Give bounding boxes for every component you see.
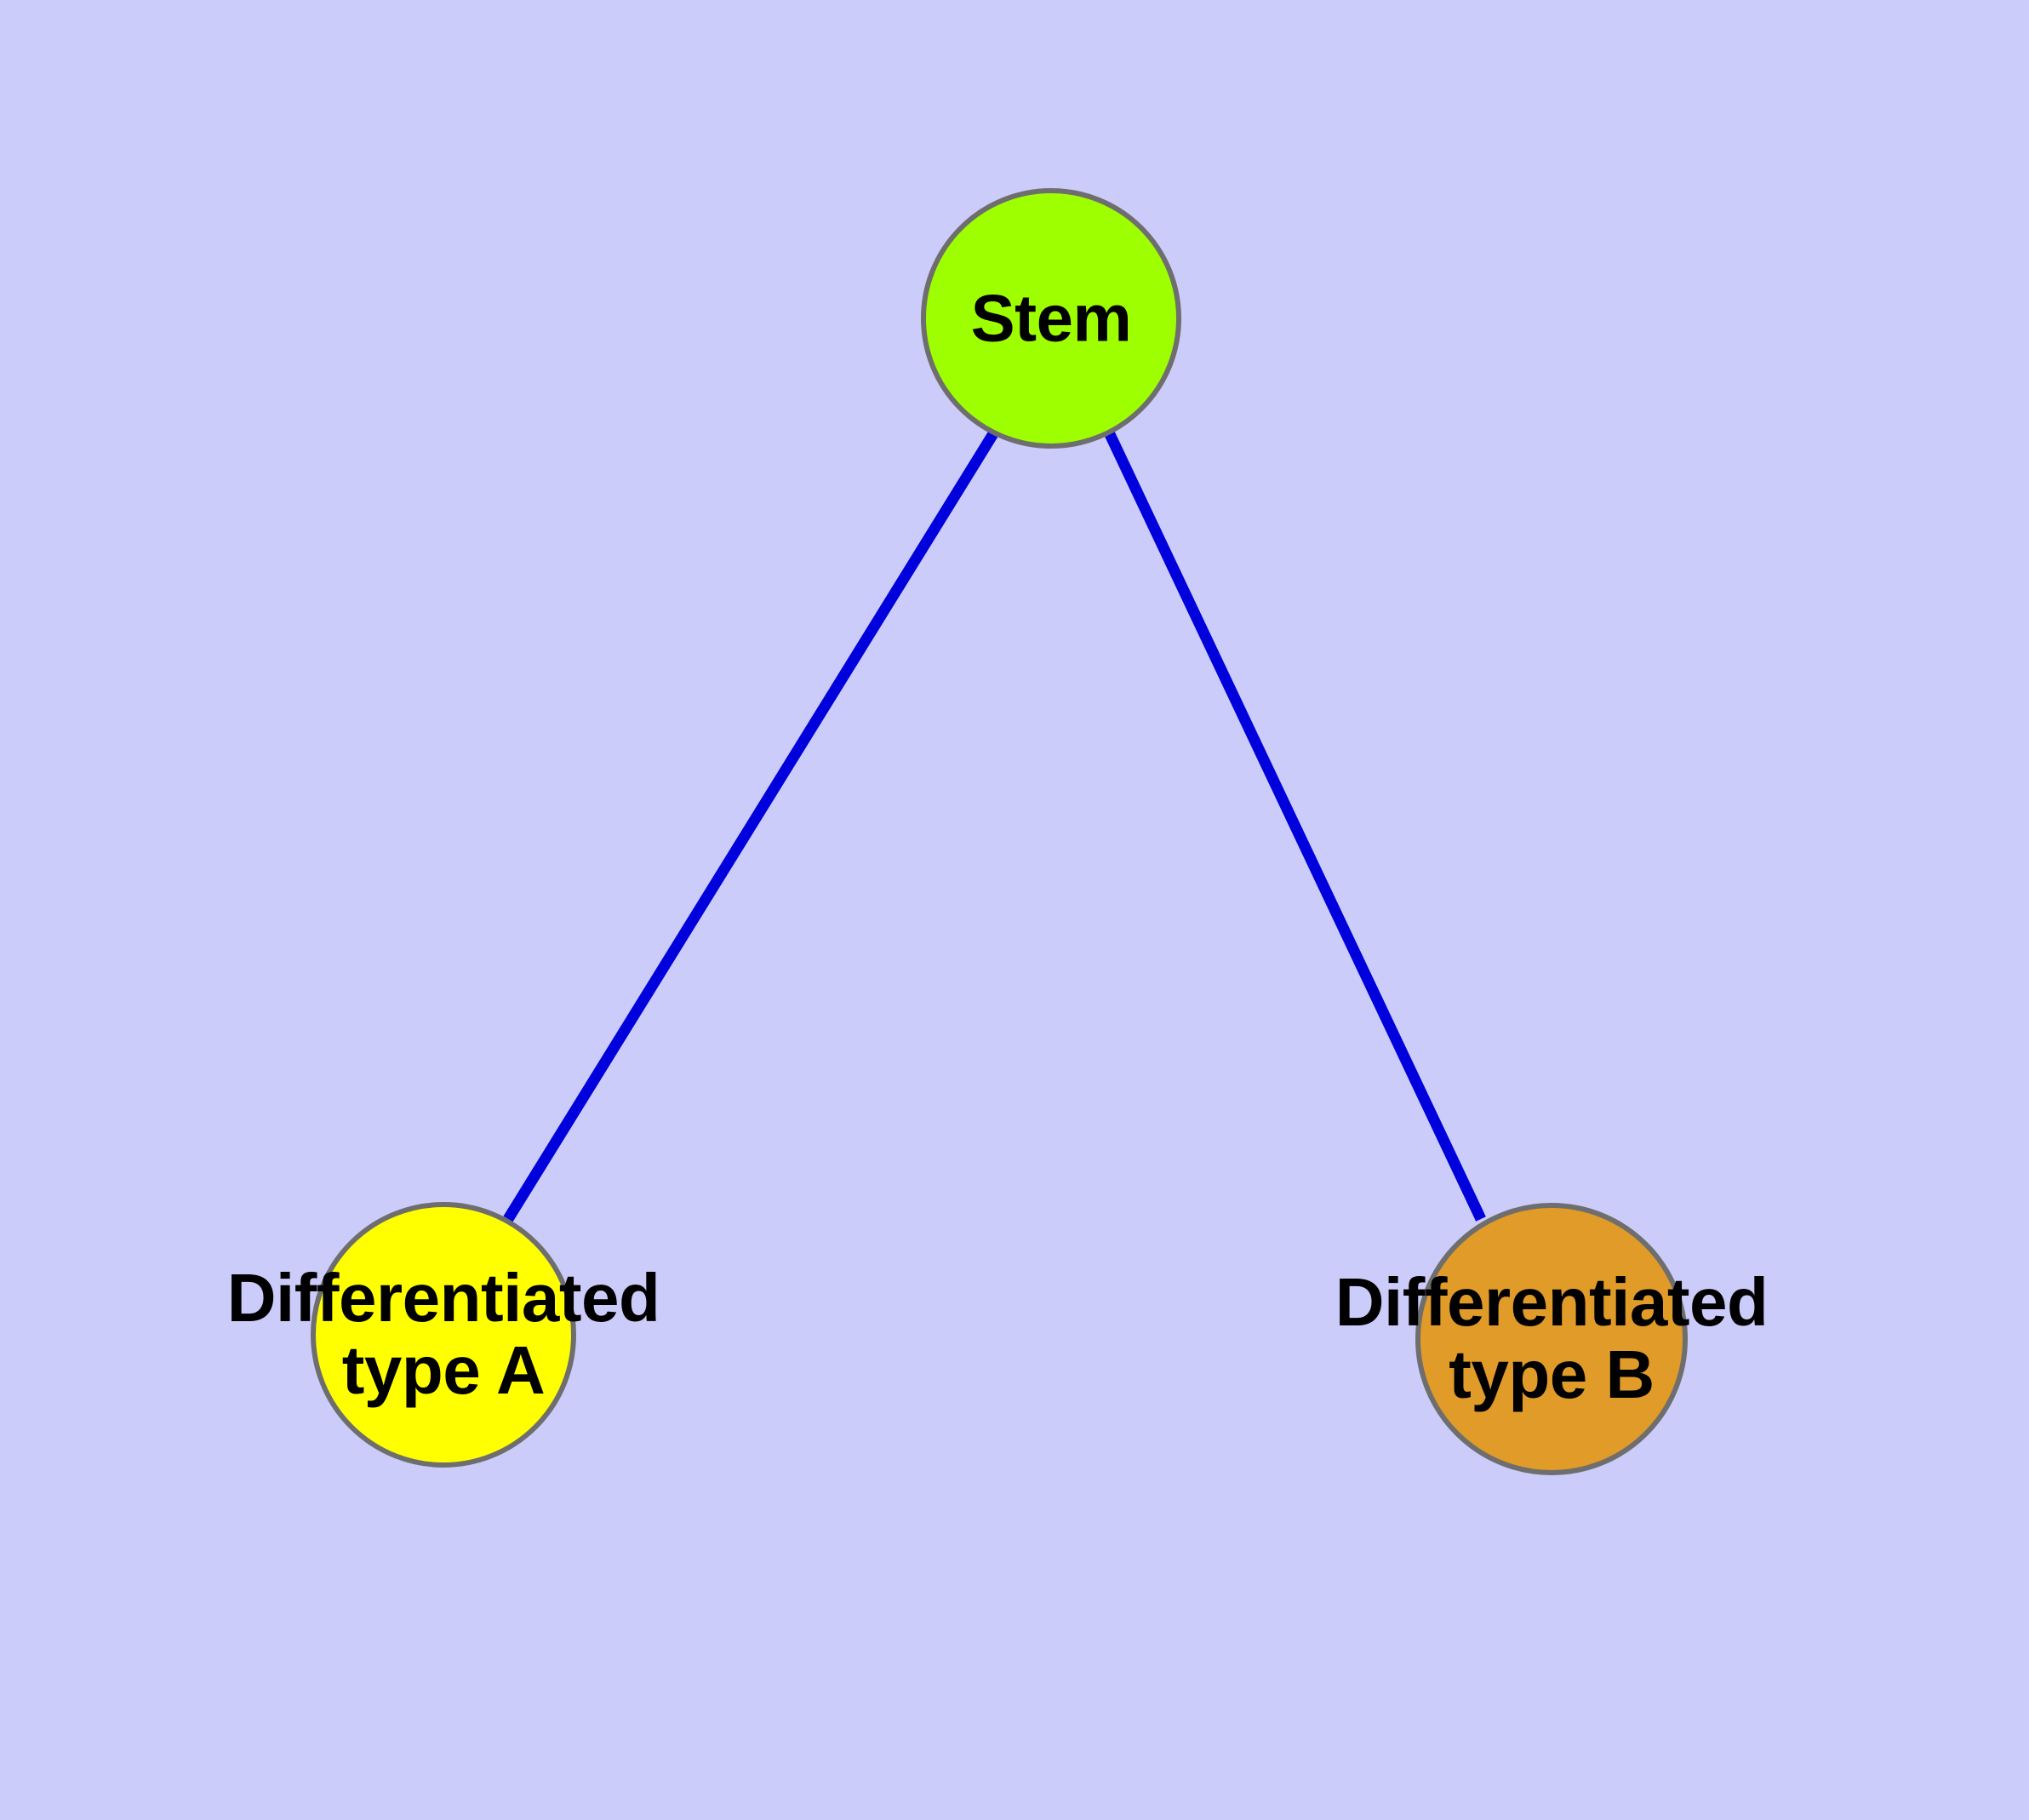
graph-node-diff_b[interactable] [1415, 1203, 1688, 1475]
node-layer [311, 188, 1688, 1475]
graph-node-diff_a[interactable] [311, 1202, 576, 1468]
edge-layer [503, 429, 1486, 1222]
graph-edge-stem-to-b[interactable] [1104, 430, 1486, 1222]
graph-node-stem[interactable] [921, 188, 1181, 449]
graph-edge-stem-to-a[interactable] [503, 429, 999, 1222]
